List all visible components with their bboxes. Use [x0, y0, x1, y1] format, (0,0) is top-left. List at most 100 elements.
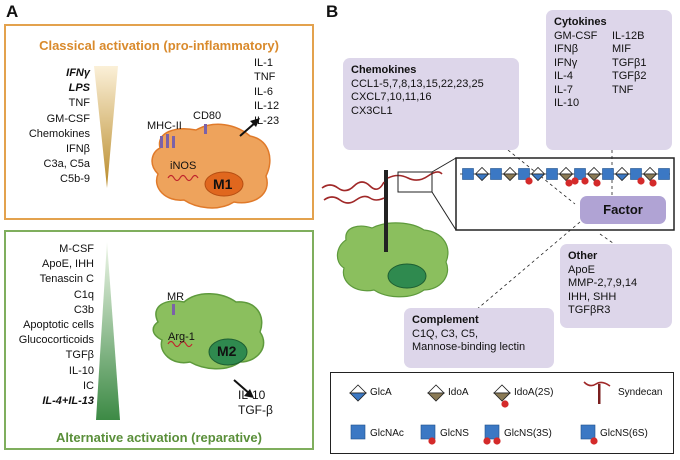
stimulus-item: TGFβ	[65, 349, 94, 362]
glcns3s-legend-dot	[493, 437, 501, 445]
complement-box: Complement C1Q, C3, C5,Mannose-binding l…	[404, 308, 554, 368]
sulfate-dot	[565, 179, 573, 187]
idoa2s-diamond	[642, 173, 658, 182]
gag-chain-left	[321, 181, 385, 192]
legend-label-glcns: GlcNS	[440, 428, 469, 439]
stimulus-item: Apoptotic cells	[23, 319, 94, 332]
glcns6s-legend-dot	[590, 437, 598, 445]
sulfate-dot	[571, 177, 579, 185]
stimulus-item: Glucocorticoids	[18, 334, 94, 347]
m1-output-item: IL-6	[254, 85, 273, 98]
stimulus-item: Chemokines	[28, 127, 90, 140]
chemokine-item: CX3CL1	[351, 104, 393, 117]
mr-receptor	[172, 304, 175, 315]
other-item: MMP-2,7,9,14	[568, 277, 638, 289]
complement-item: C1Q, C3, C5,	[412, 327, 479, 340]
glca-legend-icon	[349, 392, 367, 402]
m1-output-arrow	[239, 121, 257, 137]
m2-label: M2	[217, 343, 237, 359]
cytokine-item: TGFβ2	[612, 70, 647, 82]
m1-output-item: IL-12	[254, 100, 280, 113]
other-item: IHH, SHH	[568, 290, 617, 303]
syndecan-legend-stalk	[598, 384, 601, 404]
glcns-legend-dot	[428, 437, 436, 445]
glcns3s-legend-dot	[483, 437, 491, 445]
glcnac-legend-icon	[350, 424, 366, 440]
zoom-line-bottom	[431, 191, 457, 231]
panel-a-label: A	[6, 2, 19, 21]
cd80-label: CD80	[193, 110, 222, 122]
arg1-squiggle	[167, 340, 193, 348]
cytokine-item: IFNγ	[554, 56, 578, 69]
cd80-receptor	[204, 124, 207, 134]
stimulus-item: C3b	[73, 303, 94, 316]
legend-label-idoa: IdoA	[448, 387, 469, 398]
zoom-line-top	[431, 157, 457, 173]
complement-title: Complement	[412, 314, 479, 326]
stimulus-item: C3a, C5a	[43, 158, 90, 171]
gag-chain-right	[387, 171, 443, 181]
sulfate-dot	[637, 177, 645, 185]
stimulus-item: M-CSF	[59, 243, 94, 255]
stimulus-item: TNF	[68, 97, 90, 110]
glcn-square	[546, 168, 558, 180]
glcns-legend-icon	[420, 424, 436, 440]
glca-diamond	[474, 166, 490, 175]
cell-body	[336, 222, 449, 298]
legend-label-glcns3s: GlcNS(3S)	[504, 428, 552, 439]
chemokines-title: Chemokines	[351, 64, 417, 76]
m2-output-arrow	[233, 379, 251, 395]
inos-label: iNOS	[170, 160, 197, 172]
other-item: TGFβR3	[568, 304, 611, 316]
m2-output-item: TGF-β	[238, 403, 273, 417]
legend-label-syndecan: Syndecan	[618, 387, 663, 398]
dashed-connector-complement	[475, 221, 581, 311]
mhc-ii-receptor	[172, 136, 175, 148]
glcns6s-legend-icon	[580, 424, 596, 440]
legend-label-idoa2s: IdoA(2S)	[514, 387, 554, 398]
alternative-gradient-triangle	[96, 242, 120, 420]
legend-label-glcnac: GlcNAc	[370, 428, 404, 439]
mr-label: MR	[167, 291, 185, 303]
alternative-activation-box: Alternative activation (reparative)	[4, 230, 314, 450]
stimulus-item: ApoE, IHH	[42, 258, 94, 271]
complement-list: C1Q, C3, C5,Mannose-binding lectin	[412, 328, 546, 355]
cytokine-item: IL-4	[554, 70, 573, 82]
idoa2s-legend-icon	[493, 392, 511, 402]
stimulus-item: C1q	[73, 288, 94, 301]
stimulus-item: IFNγ	[66, 67, 90, 79]
glcn-square	[518, 168, 530, 180]
m1-output-item: IL-23	[254, 114, 280, 127]
glca-diamond	[474, 173, 490, 182]
m1-nucleus	[204, 171, 244, 197]
zoom-source-box	[397, 171, 433, 193]
arg1-label: Arg-1	[168, 331, 195, 343]
sulfate-dot	[649, 179, 657, 187]
stimulus-item: IL-4+IL-13	[42, 395, 94, 408]
m2-output-item: IL-10	[238, 388, 266, 402]
classical-gradient-triangle	[94, 66, 118, 188]
stimulus-item: IL-10	[68, 364, 94, 377]
sulfate-dot	[593, 179, 601, 187]
cytokines-title: Cytokines	[554, 16, 607, 28]
mhc-ii-receptor	[160, 136, 163, 148]
m1-output-item: IL-1	[254, 57, 273, 69]
glca-diamond	[614, 166, 630, 175]
idoa2s-legend-dot	[501, 400, 509, 408]
m2-nucleus	[208, 338, 248, 366]
glcns3s-legend-icon	[484, 424, 500, 440]
m1-label: M1	[213, 176, 233, 192]
glcn-square	[462, 168, 474, 180]
sulfate-dot	[581, 177, 589, 185]
mhc-ii-receptor	[166, 134, 169, 148]
panel-a-graphics	[94, 66, 271, 420]
mhc-ii-label: MHC-II	[147, 120, 182, 132]
legend-label-glcns6s: GlcNS(6S)	[600, 428, 648, 439]
